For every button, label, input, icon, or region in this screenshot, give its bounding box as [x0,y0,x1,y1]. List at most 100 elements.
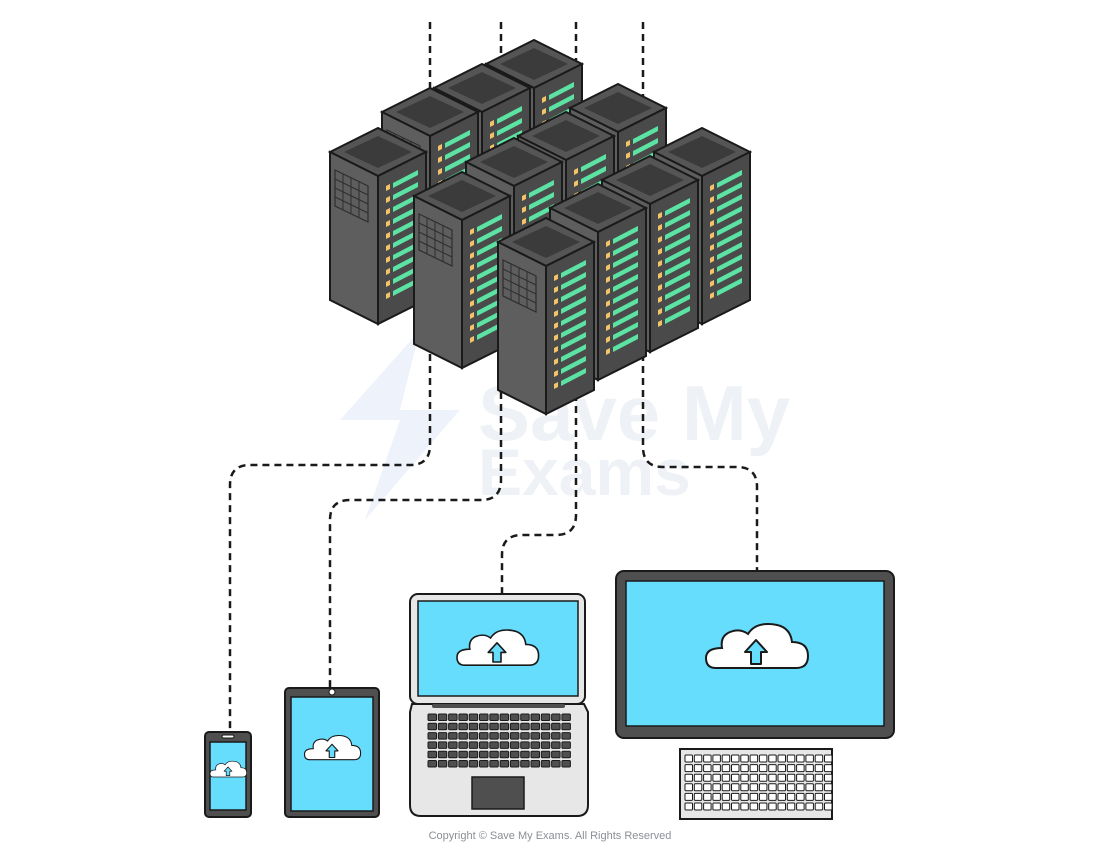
link-to-smartphone [228,330,432,732]
keyboard-key [796,754,805,763]
keyboard-key [551,732,561,740]
keyboard-key [786,792,796,801]
keyboard-key [777,773,786,782]
keyboard-key [824,754,833,763]
keyboard-key [530,713,540,721]
keyboard-key [712,764,721,773]
keyboard-key [786,764,796,773]
keyboard-key [796,802,805,811]
keyboard-key [777,783,786,792]
keyboard-key [824,792,833,801]
keyboard-key [427,741,437,749]
keyboard-key [768,773,777,782]
keyboard-key [684,792,693,801]
keyboard-key [749,764,759,773]
keyboard-key [684,764,693,773]
keyboard-key [786,773,796,782]
keyboard-key [561,722,571,731]
laptop-trackpad [471,776,525,810]
keyboard-key [509,750,520,759]
server-rack [497,217,595,415]
keyboard-key [693,783,703,792]
keyboard-key [796,783,805,792]
keyboard-key [437,760,448,768]
keyboard-key [731,754,740,763]
server-rack [329,127,427,325]
keyboard-key [777,792,786,801]
keyboard-key [520,741,530,749]
keyboard-key [768,764,777,773]
keyboard-key [768,802,777,811]
keyboard-key [703,754,712,763]
keyboard-key [693,802,703,811]
keyboard-key [448,741,458,749]
keyboard-key [561,732,571,740]
keyboard-key [796,764,805,773]
keyboard-key [437,750,448,759]
keyboard-key [712,783,721,792]
keyboard-key [814,773,824,782]
keyboard-key [712,792,721,801]
keyboard-key [551,741,561,749]
link-to-desktop [641,330,759,571]
keyboard-key [458,722,468,731]
keyboard-key [786,802,796,811]
keyboard-key [693,792,703,801]
keyboard-key [731,773,740,782]
keyboard-key [540,722,551,731]
keyboard-key [796,773,805,782]
keyboard-key [814,754,824,763]
keyboard-key [468,732,479,740]
keyboard-key [805,754,814,763]
link-to-laptop [500,370,578,594]
keyboard-key [684,754,693,763]
keyboard-key [824,783,833,792]
keyboard-key [468,713,479,721]
link-to-tablet [328,320,503,688]
keyboard-key [509,713,520,721]
keyboard-key [468,760,479,768]
keyboard-key [499,750,510,759]
keyboard-key [551,750,561,759]
server-farm [329,39,751,415]
keyboard-key [509,722,520,731]
keyboard-key [509,732,520,740]
keyboard-key [703,792,712,801]
keyboard-key [721,773,731,782]
keyboard-key [740,773,749,782]
keyboard-key [731,802,740,811]
keyboard-key [458,750,468,759]
keyboard-key [561,750,571,759]
keyboard-key [731,792,740,801]
keyboard-key [693,773,703,782]
keyboard-key [540,713,551,721]
keyboard-key [786,783,796,792]
keyboard-key [749,792,759,801]
keyboard-key [712,802,721,811]
keyboard-key [796,792,805,801]
keyboard-key [731,783,740,792]
keyboard-key [530,732,540,740]
keyboard-key [758,792,768,801]
watermark: Save My Exams [340,330,790,520]
keyboard-key [530,741,540,749]
server-rack [413,171,511,369]
keyboard-key [468,722,479,731]
keyboard-key [499,760,510,768]
keyboard-key [489,760,499,768]
connection-lines [228,22,759,732]
keyboard-key [740,754,749,763]
keyboard-key [814,783,824,792]
keyboard-key [479,760,489,768]
keyboard-key [721,792,731,801]
keyboard-key [805,783,814,792]
keyboard-key [489,732,499,740]
keyboard-key [458,760,468,768]
keyboard-key [458,741,468,749]
keyboard-key [427,750,437,759]
keyboard-key [437,713,448,721]
keyboard-key [814,802,824,811]
keyboard-key [437,722,448,731]
keyboard-key [693,764,703,773]
keyboard-key [468,750,479,759]
